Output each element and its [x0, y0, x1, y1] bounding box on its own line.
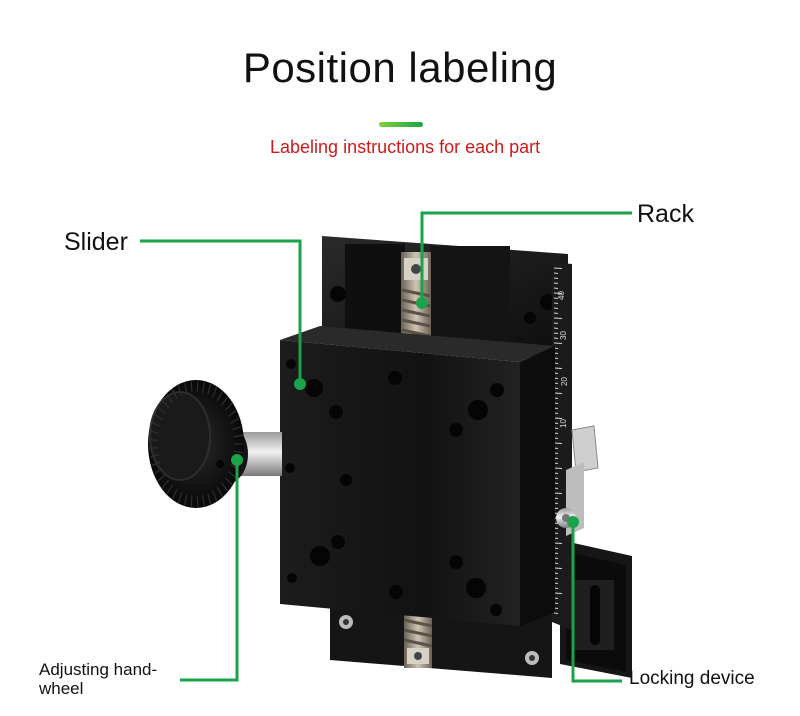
- scale-tick: [553, 592, 563, 594]
- handwheel-leader: [180, 460, 239, 682]
- knurl-line: [233, 450, 243, 454]
- knurl-line: [190, 381, 193, 393]
- knurl-line: [220, 482, 228, 492]
- knurl-line: [157, 474, 166, 482]
- slider-leader: [140, 239, 302, 384]
- scale-tick: [553, 337, 559, 339]
- callout-handwheel: Adjusting hand-wheel: [39, 660, 158, 698]
- knurl-line: [151, 461, 161, 467]
- handwheel-dot: [231, 454, 243, 466]
- scale-label-10: 10: [559, 419, 568, 428]
- upper-guide: [322, 236, 568, 360]
- scale-tick: [553, 542, 563, 544]
- scale-tick: [553, 442, 563, 444]
- knurl-line: [230, 417, 240, 424]
- knurl-line: [149, 430, 159, 434]
- scale-tick: [553, 332, 559, 334]
- scale-tick: [553, 287, 559, 289]
- scale-label-40: 40: [557, 291, 566, 300]
- knurl-line: [161, 479, 170, 489]
- knurl-line: [177, 385, 183, 396]
- knurl-line: [154, 467, 163, 475]
- knurl-line: [190, 495, 193, 507]
- knurl-line: [233, 434, 243, 438]
- scale-label-20: 20: [560, 377, 569, 386]
- scale-tick: [553, 367, 563, 369]
- scale-label-30: 30: [559, 331, 568, 340]
- scale-tick: [553, 312, 559, 314]
- callout-slider: Slider: [64, 228, 128, 256]
- scale-tick: [553, 612, 559, 614]
- knurl-line: [212, 490, 218, 501]
- knurl-line: [177, 492, 183, 503]
- scale-tick: [553, 272, 559, 274]
- knurl-line: [202, 495, 205, 507]
- scale-tick: [553, 392, 563, 394]
- knurl-line: [166, 394, 174, 404]
- locking-leader: [571, 522, 622, 683]
- knurl-line: [184, 494, 188, 506]
- knurl-line: [166, 484, 174, 494]
- scale-tick: [553, 567, 563, 569]
- scale-tick: [553, 267, 563, 269]
- knurl-line: [216, 486, 223, 497]
- scale-tick: [553, 327, 559, 329]
- knurl-line: [149, 447, 159, 449]
- knurl-line: [151, 421, 161, 427]
- knurl-line: [212, 387, 218, 398]
- knurl-line: [161, 399, 170, 409]
- rack-leader: [420, 211, 632, 303]
- callout-locking-device: Locking device: [629, 668, 755, 689]
- knurl-line: [227, 410, 237, 417]
- knurl-line: [227, 471, 237, 478]
- rack-dot: [416, 297, 428, 309]
- adjusting-handwheel: [148, 380, 282, 508]
- knurl-line: [202, 381, 205, 393]
- scale-tick: [553, 467, 563, 469]
- page-subtitle: Labeling instructions for each part: [270, 137, 541, 157]
- scale-tick: [553, 322, 559, 324]
- slider-block: [280, 326, 555, 626]
- locking-lever: [556, 425, 599, 536]
- scale-tick: [553, 342, 563, 344]
- mounting-bracket: [560, 540, 632, 678]
- knurl-line: [171, 488, 178, 499]
- knurl-line: [224, 477, 233, 485]
- locking-dot: [567, 516, 579, 528]
- knurl-line: [224, 403, 233, 411]
- knurl-line: [184, 382, 188, 394]
- knurl-line: [157, 406, 166, 414]
- scale-tick: [553, 297, 559, 299]
- knurl-line: [154, 413, 163, 421]
- title-underline: [379, 122, 423, 127]
- scale-tick: [553, 302, 559, 304]
- callout-lines: [140, 211, 632, 683]
- callout-dots: [231, 297, 579, 528]
- graduated-scale: 40 30 20 10: [552, 262, 572, 630]
- page-title: Position labeling: [242, 44, 558, 91]
- scale-tick: [553, 292, 563, 294]
- knurl-line: [171, 389, 178, 400]
- knurl-line: [232, 426, 242, 431]
- knurl-line: [220, 396, 228, 406]
- slider-dot: [294, 378, 306, 390]
- knurl-line: [207, 493, 212, 505]
- scale-tick: [553, 277, 559, 279]
- knurl-line: [149, 439, 159, 441]
- scale-tick: [553, 317, 563, 319]
- knurl-line: [207, 383, 212, 395]
- scale-tick: [553, 492, 563, 494]
- knurl-line: [149, 454, 159, 458]
- scale-tick: [553, 307, 559, 309]
- knurl-line: [216, 391, 223, 402]
- callout-rack: Rack: [637, 200, 694, 228]
- scale-tick: [553, 282, 559, 284]
- scale-tick: [553, 417, 563, 419]
